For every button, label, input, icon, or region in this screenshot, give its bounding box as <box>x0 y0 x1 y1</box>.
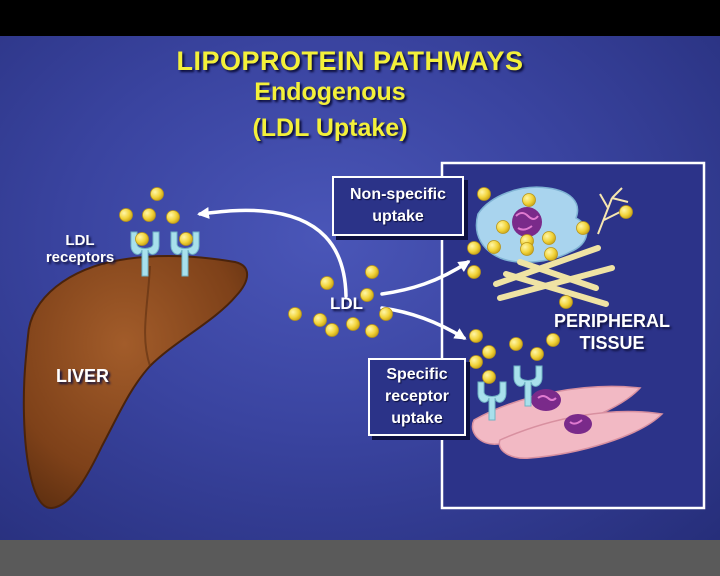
fibril <box>597 187 629 235</box>
nonspecific-uptake-box: Non-specific uptake <box>332 176 464 236</box>
specific-box-line3: uptake <box>391 410 443 427</box>
pathway-diagram <box>22 161 706 510</box>
peripheral-label-line2: TISSUE <box>579 333 645 353</box>
liver-label: LIVER <box>56 366 110 386</box>
slide-subtitle: Endogenous <box>254 78 406 106</box>
tissue-receptor <box>477 365 543 421</box>
liver-shape <box>22 254 249 510</box>
specific-box-line1: Specific <box>386 366 448 383</box>
smooth-muscle-cell <box>471 385 664 459</box>
ldl-particles <box>119 187 633 384</box>
specific-box-line2: receptor <box>384 388 450 405</box>
ldl-receptors-label-line1: LDL <box>65 232 95 249</box>
peripheral-tissue-label: PERIPHERAL TISSUE <box>554 310 670 354</box>
ldl-receptors-label: LDL receptors <box>40 232 120 266</box>
specific-receptor-uptake-box: Specific receptor uptake <box>368 358 466 436</box>
slide-title: LIPOPROTEIN PATHWAYS <box>176 46 524 76</box>
nonspecific-box-line2: uptake <box>372 208 424 225</box>
nonspecific-box-line1: Non-specific <box>349 186 446 203</box>
slide: LIPOPROTEIN PATHWAYS Endogenous (LDL Upt… <box>0 36 720 540</box>
peripheral-label-line1: PERIPHERAL <box>554 311 671 331</box>
slide-subtitle-2: (LDL Uptake) <box>252 114 408 142</box>
collagen-fibers <box>493 245 615 307</box>
arrow-nonspecific <box>380 260 471 296</box>
bottom-bar <box>0 540 720 576</box>
liver-receptor <box>130 231 200 277</box>
ldl-label: LDL <box>330 294 364 313</box>
ldl-receptors-label-line2: receptors <box>45 249 115 266</box>
arrow-to-liver <box>197 207 348 298</box>
